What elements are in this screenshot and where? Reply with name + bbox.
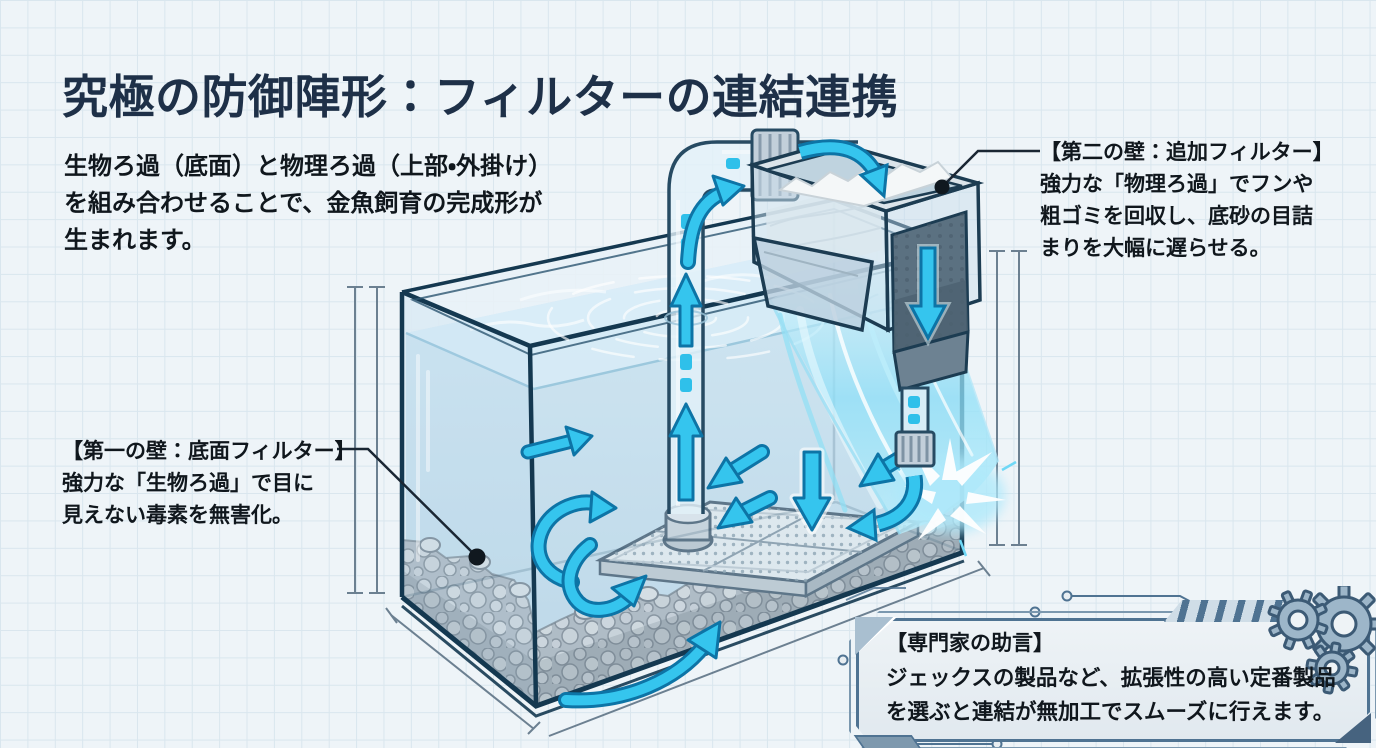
surface-ripples	[546, 274, 969, 362]
panel-tab-decoration	[853, 735, 925, 748]
annotation-second-wall: 【第二の壁：追加フィルター】 強力な「物理ろ過」でフンや 粗ゴミを回収し、底砂の…	[1040, 141, 1334, 260]
callout-dot	[934, 179, 950, 195]
filter-chamber	[890, 209, 970, 392]
expert-advice-panel: 【専門家の助言】 ジェックスの製品など、拡張性の高い定番製品 を選ぶと連結が無加…	[856, 586, 1376, 748]
lift-pipe	[664, 128, 858, 514]
filter-sponge	[777, 160, 954, 208]
expert-advice-body: ジェックスの製品など、拡張性の高い定番製品 を選ぶと連結が無加工でスムーズに行え…	[886, 665, 1336, 724]
callout-dot	[468, 548, 486, 566]
splash	[885, 438, 1017, 557]
water-surface	[405, 243, 959, 391]
expert-advice-text: 【専門家の助言】 ジェックスの製品など、拡張性の高い定番製品 を選ぶと連結が無加…	[886, 628, 1350, 729]
filter-front-wall	[750, 162, 890, 333]
undergravel-filter-plate	[594, 500, 924, 599]
filter-spillway	[751, 235, 874, 333]
expert-advice-heading: 【専門家の助言】	[886, 632, 1054, 655]
panel-body	[856, 618, 1370, 742]
annotation-first-wall: 【第一の壁：底面フィルター】 強力な「生物ろ過」で目に 見えない毒素を無害化。	[62, 440, 356, 527]
intro-text: 生物ろ過（底面）と物理ろ過（上部・外掛け） を組み合わせることで、金魚飼育の完成…	[64, 153, 553, 255]
hatch-stripes-decoration	[1164, 600, 1284, 622]
gear-icon	[1267, 586, 1376, 695]
hang-on-filter-box	[746, 139, 985, 543]
outflow-waterfall	[768, 261, 1017, 557]
filter-intake-tube	[844, 386, 936, 543]
pipe-coupling	[750, 128, 800, 202]
page-title: 究極の防御陣形：フィルターの連結連携	[62, 70, 899, 123]
pipe-flow-dashes	[680, 158, 820, 392]
